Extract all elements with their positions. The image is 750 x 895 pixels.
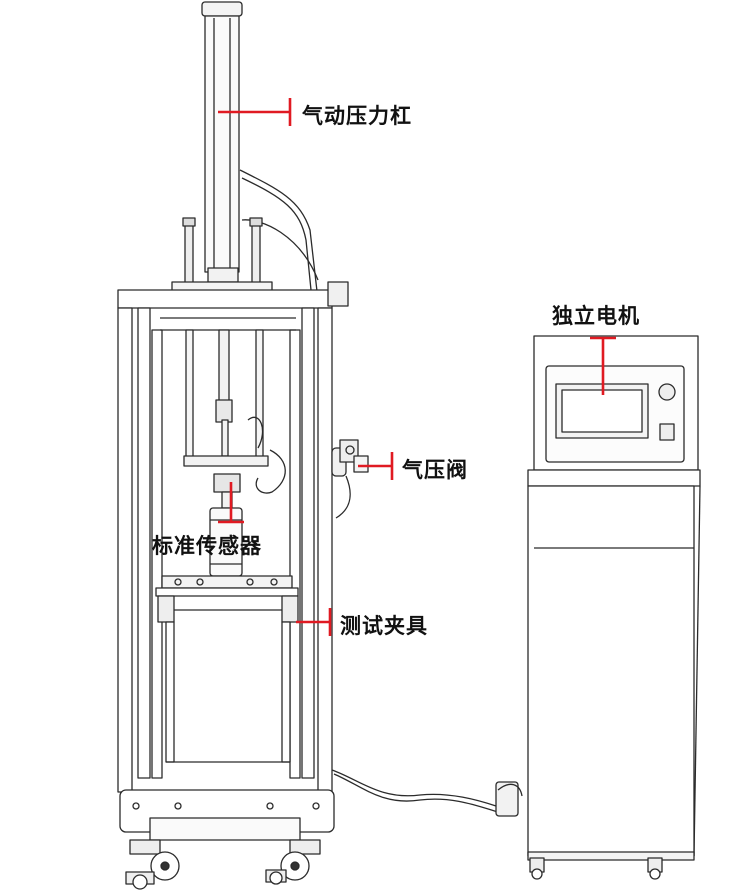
control-cabinet	[527, 335, 701, 880]
label-pneumatic-cylinder: 气动压力杠	[302, 104, 412, 128]
label-independent-motor: 独立电机	[552, 304, 640, 328]
leader-lines	[218, 98, 616, 636]
stop-button	[658, 383, 676, 401]
frame-wheels	[125, 851, 310, 890]
standard-sensor	[209, 473, 243, 577]
frame-base	[119, 789, 335, 855]
pneumatic-cylinder	[201, 1, 319, 301]
test-frame	[117, 1, 369, 890]
label-air-valve: 气压阀	[402, 458, 468, 482]
label-test-fixture: 测试夹具	[340, 614, 428, 638]
touch-screen	[555, 383, 649, 439]
air-valve	[331, 439, 369, 519]
test-fixture-platform	[155, 575, 299, 763]
crosshead	[183, 329, 286, 494]
connection-cable	[331, 769, 497, 807]
cable-connector	[495, 781, 519, 817]
label-standard-sensor: 标准传感器	[152, 534, 262, 558]
power-switch	[659, 423, 675, 441]
